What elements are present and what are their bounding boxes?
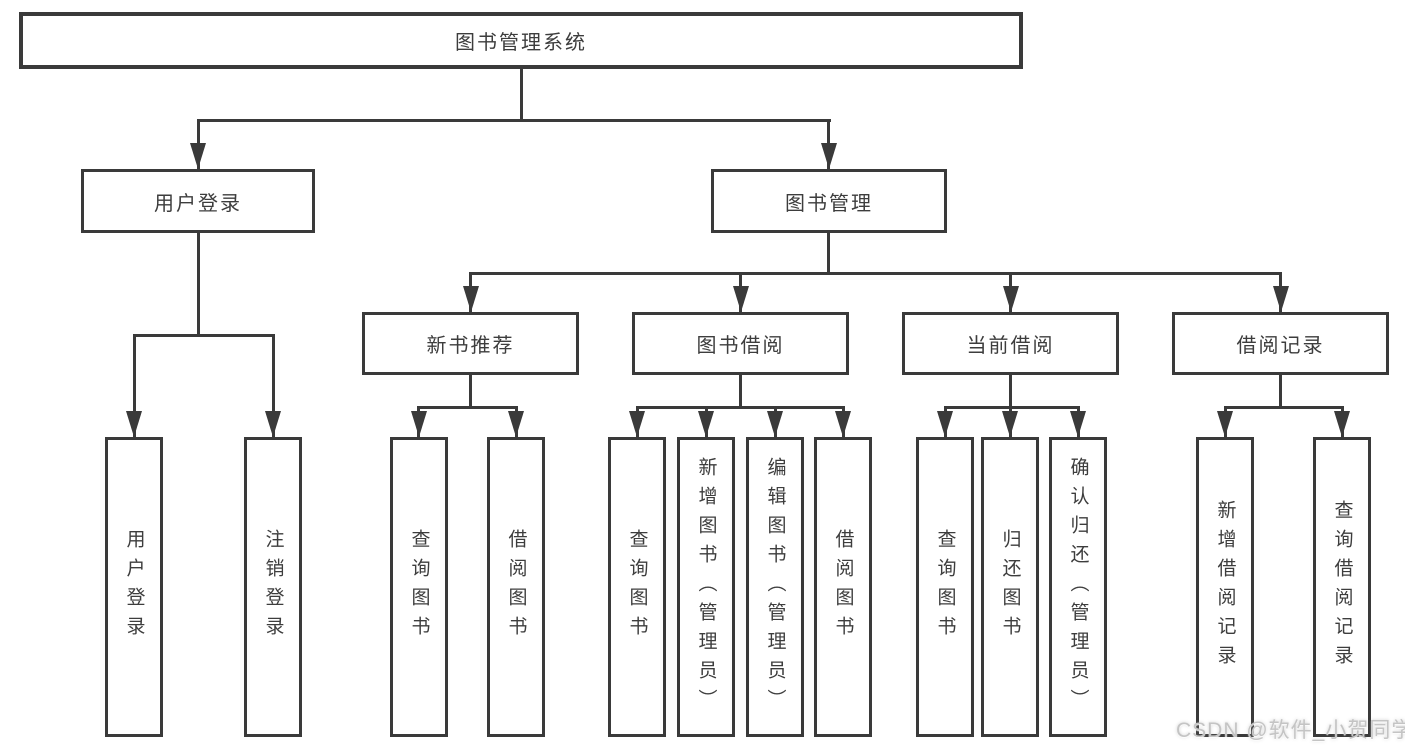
node-label: 借阅记录	[1236, 335, 1325, 357]
arrow-down-icon	[733, 286, 749, 312]
node-label: 当前借阅	[966, 335, 1055, 357]
node-label: 注销登录	[262, 529, 284, 645]
connector-line	[1009, 375, 1012, 406]
node-label: 新增借阅记录	[1214, 500, 1236, 674]
node-label: 查询图书	[408, 529, 430, 645]
leaf-query-borrow-record: 查询借阅记录	[1313, 437, 1371, 737]
node-label: 归还图书	[999, 529, 1021, 645]
node-label: 借阅图书	[505, 529, 527, 645]
node-label: 图书借阅	[696, 335, 785, 357]
csdn-watermark: CSDN @软件_小贺同学	[1176, 719, 1405, 742]
connector-line	[1279, 375, 1282, 406]
node-label: 图书管理	[785, 192, 873, 215]
node-label: 借阅图书	[832, 529, 854, 645]
leaf-edit-book-admin: 编辑图书（管理员）	[746, 437, 804, 737]
leaf-add-borrow-record: 新增借阅记录	[1196, 437, 1254, 737]
arrow-down-icon	[835, 411, 851, 437]
arrow-down-icon	[821, 143, 837, 169]
connector-line	[636, 406, 845, 409]
node-label: 用户登录	[154, 192, 242, 215]
connector-line	[944, 406, 1080, 409]
arrow-down-icon	[463, 286, 479, 312]
connector-line	[417, 406, 518, 409]
arrow-down-icon	[411, 411, 427, 437]
leaf-query-books-recommend: 查询图书	[390, 437, 448, 737]
arrow-down-icon	[937, 411, 953, 437]
arrow-down-icon	[190, 143, 206, 169]
arrow-down-icon	[1273, 286, 1289, 312]
arrow-down-icon	[1003, 286, 1019, 312]
arrow-down-icon	[508, 411, 524, 437]
leaf-query-books-borrow: 查询图书	[608, 437, 666, 737]
node-root: 图书管理系统	[19, 12, 1023, 69]
node-borrow-records: 借阅记录	[1172, 312, 1389, 375]
leaf-confirm-return-admin: 确认归还（管理员）	[1049, 437, 1107, 737]
node-current-borrow: 当前借阅	[902, 312, 1119, 375]
connector-line	[469, 272, 1282, 275]
node-label: 新增图书（管理员）	[695, 456, 717, 718]
node-book-management: 图书管理	[711, 169, 947, 233]
node-label: 查询图书	[934, 529, 956, 645]
node-new-book-recommend: 新书推荐	[362, 312, 579, 375]
node-label: 确认归还（管理员）	[1067, 456, 1089, 718]
connector-line	[469, 375, 472, 406]
arrow-down-icon	[126, 411, 142, 437]
node-book-borrow: 图书借阅	[632, 312, 849, 375]
leaf-query-books-current: 查询图书	[916, 437, 974, 737]
connector-line	[272, 334, 275, 437]
node-user-login: 用户登录	[81, 169, 315, 233]
connector-line	[197, 119, 831, 122]
connector-line	[1224, 406, 1344, 409]
arrow-down-icon	[1334, 411, 1350, 437]
arrow-down-icon	[1217, 411, 1233, 437]
arrow-down-icon	[1070, 411, 1086, 437]
connector-line	[197, 233, 200, 334]
node-label: 图书管理系统	[455, 32, 587, 54]
arrow-down-icon	[767, 411, 783, 437]
arrow-down-icon	[1002, 411, 1018, 437]
leaf-user-login: 用户登录	[105, 437, 163, 737]
connector-line	[739, 375, 742, 406]
leaf-borrow-books-recommend: 借阅图书	[487, 437, 545, 737]
arrow-down-icon	[265, 411, 281, 437]
node-label: 查询借阅记录	[1331, 500, 1353, 674]
arrow-down-icon	[698, 411, 714, 437]
node-label: 用户登录	[123, 529, 145, 645]
leaf-add-book-admin: 新增图书（管理员）	[677, 437, 735, 737]
leaf-logout: 注销登录	[244, 437, 302, 737]
connector-line	[133, 334, 275, 337]
connector-line	[520, 69, 523, 119]
node-label: 新书推荐	[426, 335, 515, 357]
node-label: 查询图书	[626, 529, 648, 645]
leaf-return-book: 归还图书	[981, 437, 1039, 737]
connector-line	[133, 334, 136, 437]
leaf-borrow-books: 借阅图书	[814, 437, 872, 737]
arrow-down-icon	[629, 411, 645, 437]
node-label: 编辑图书（管理员）	[764, 456, 786, 718]
connector-line	[827, 233, 830, 272]
